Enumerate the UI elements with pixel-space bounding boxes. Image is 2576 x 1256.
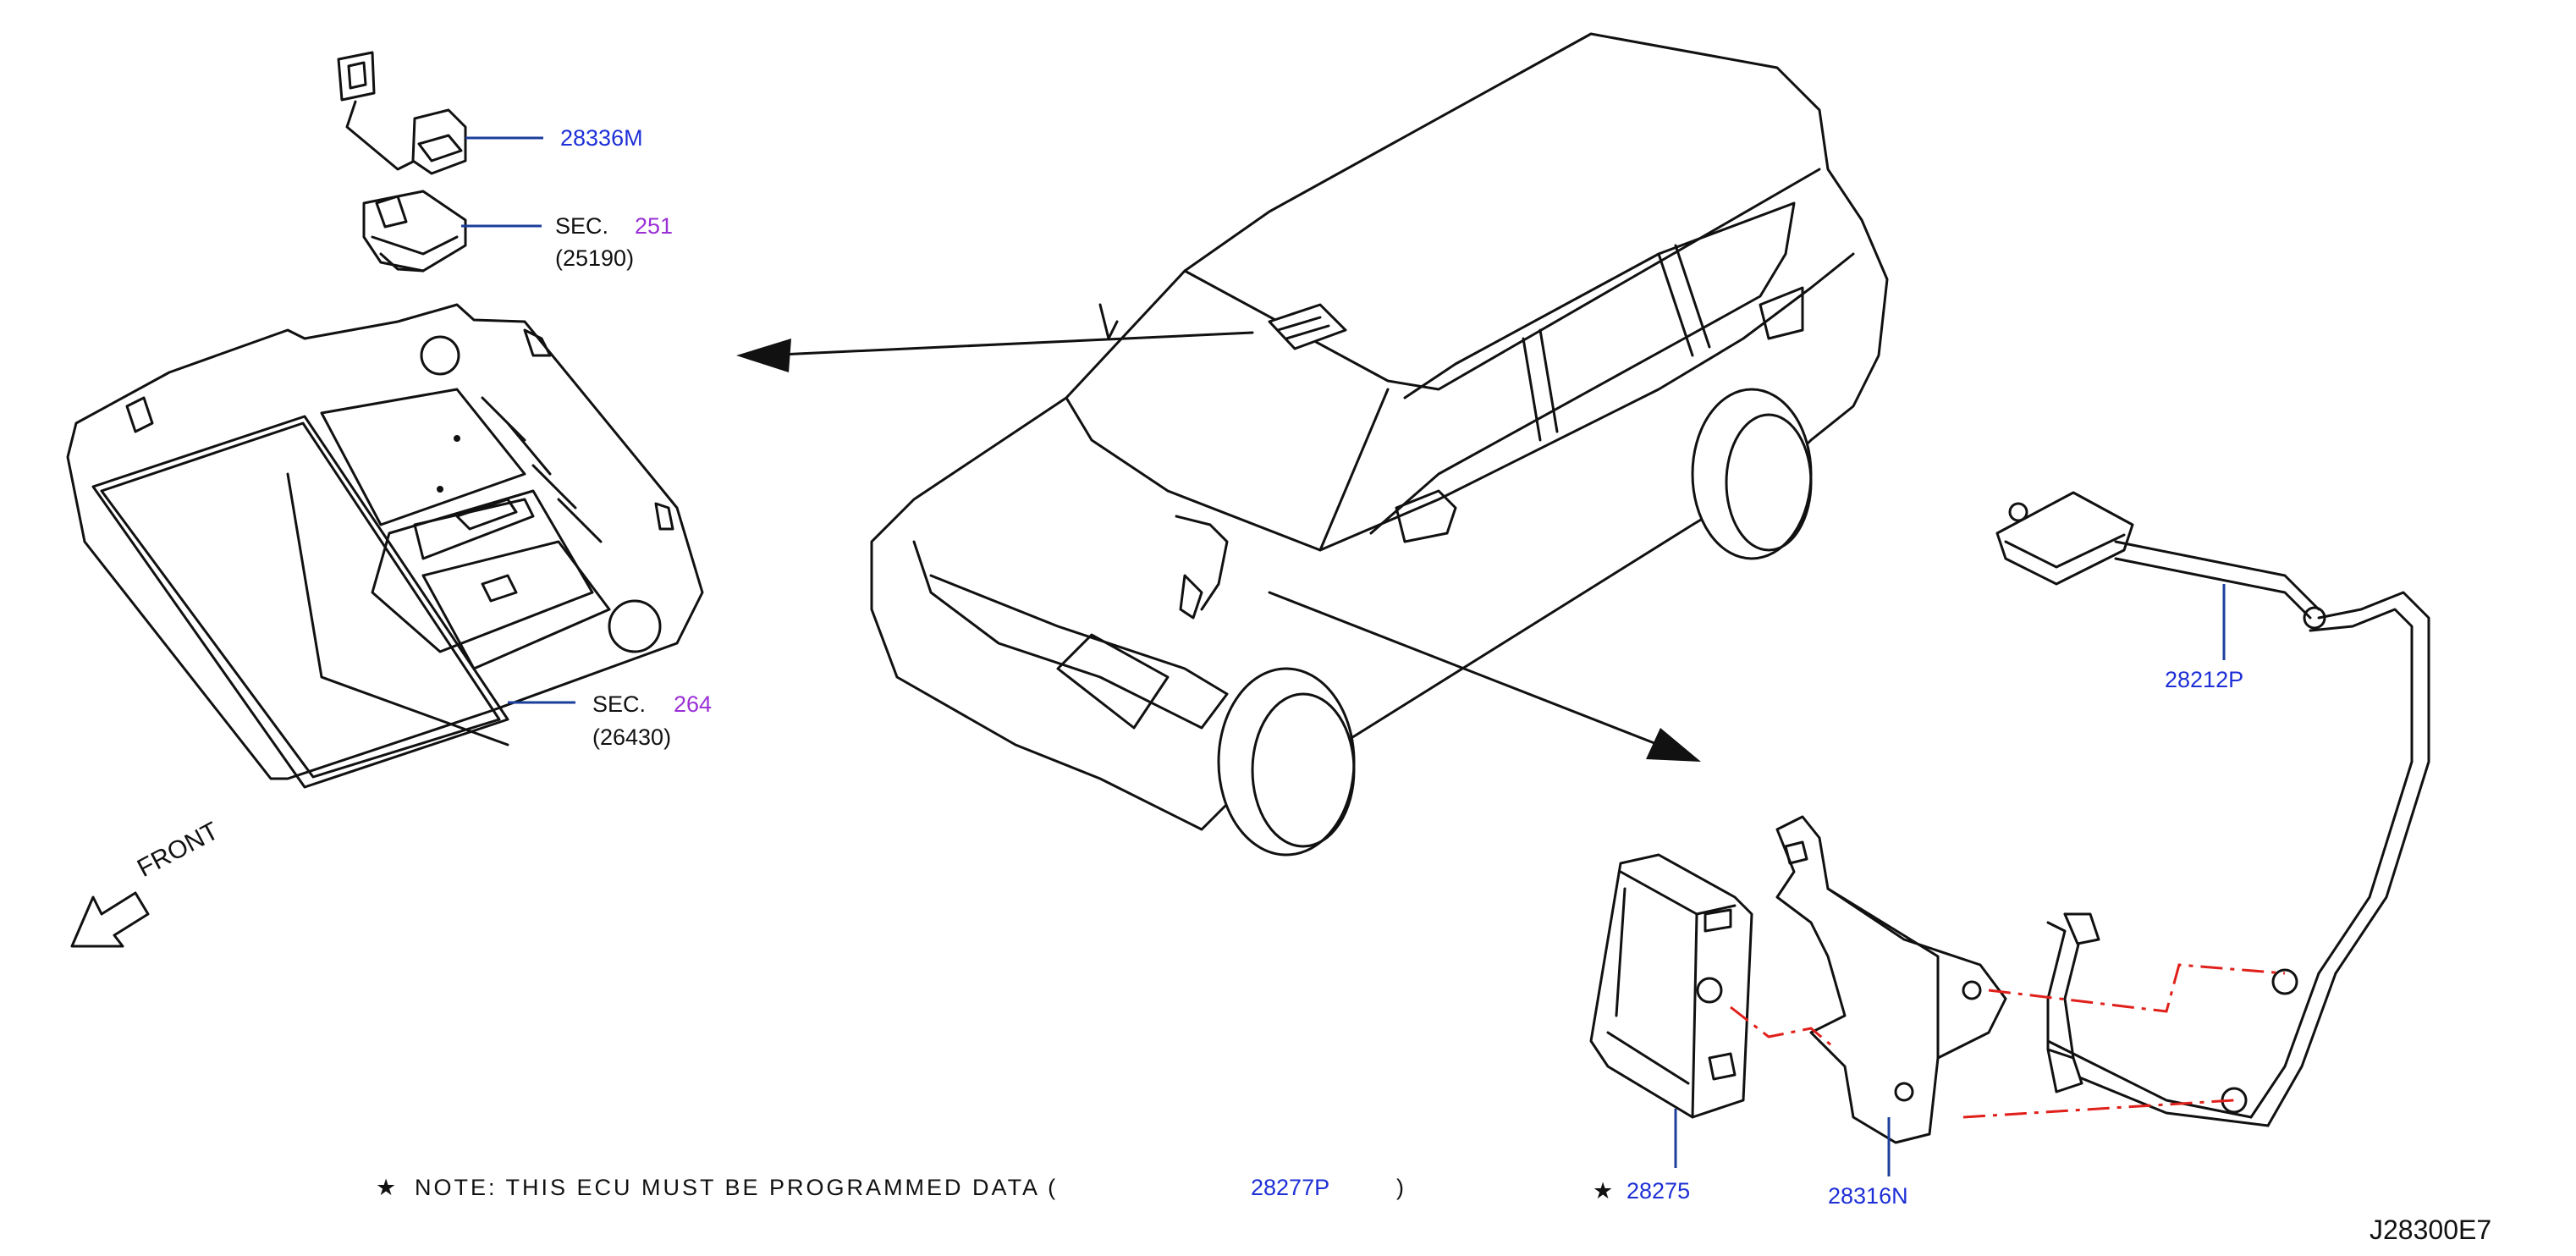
antenna-module-28212p — [1995, 491, 2430, 1127]
arrows — [736, 331, 1701, 762]
part-label-28212p[interactable]: 28212P — [2165, 667, 2244, 692]
part-label-28316n[interactable]: 28316N — [1828, 1183, 1908, 1209]
connection-lines — [1730, 963, 2286, 1119]
bracket-28316n — [1775, 815, 2007, 1144]
note-star-icon: ★ — [376, 1175, 397, 1200]
sec264-subcode: (26430) — [592, 724, 672, 750]
sec251-prefix: SEC. — [555, 213, 609, 239]
sec264-prefix: SEC. — [592, 691, 647, 717]
note-close-paren: ) — [1396, 1175, 1404, 1200]
ecu-28275 — [1589, 853, 1753, 1119]
part-label-28275[interactable]: 28275 — [1627, 1178, 1691, 1204]
sec251-link[interactable]: 251 — [635, 213, 674, 239]
diagram-id: J28300E7 — [2370, 1215, 2492, 1245]
part-28336m-illustration — [337, 51, 467, 175]
part-sec251-illustration — [362, 190, 467, 273]
overhead-console — [66, 303, 704, 789]
part-label-28277p[interactable]: 28277P — [1251, 1175, 1330, 1200]
programming-note: NOTE: THIS ECU MUST BE PROGRAMMED DATA ( — [415, 1175, 1059, 1200]
leader-lines — [461, 136, 2226, 1176]
front-arrow — [70, 891, 150, 948]
sec251-subcode: (25190) — [555, 245, 635, 271]
sec264-link[interactable]: 264 — [674, 691, 713, 717]
part-label-28336m[interactable]: 28336M — [560, 125, 643, 151]
ecu-star-icon: ★ — [1593, 1178, 1614, 1204]
vehicle-outline — [870, 32, 1889, 857]
